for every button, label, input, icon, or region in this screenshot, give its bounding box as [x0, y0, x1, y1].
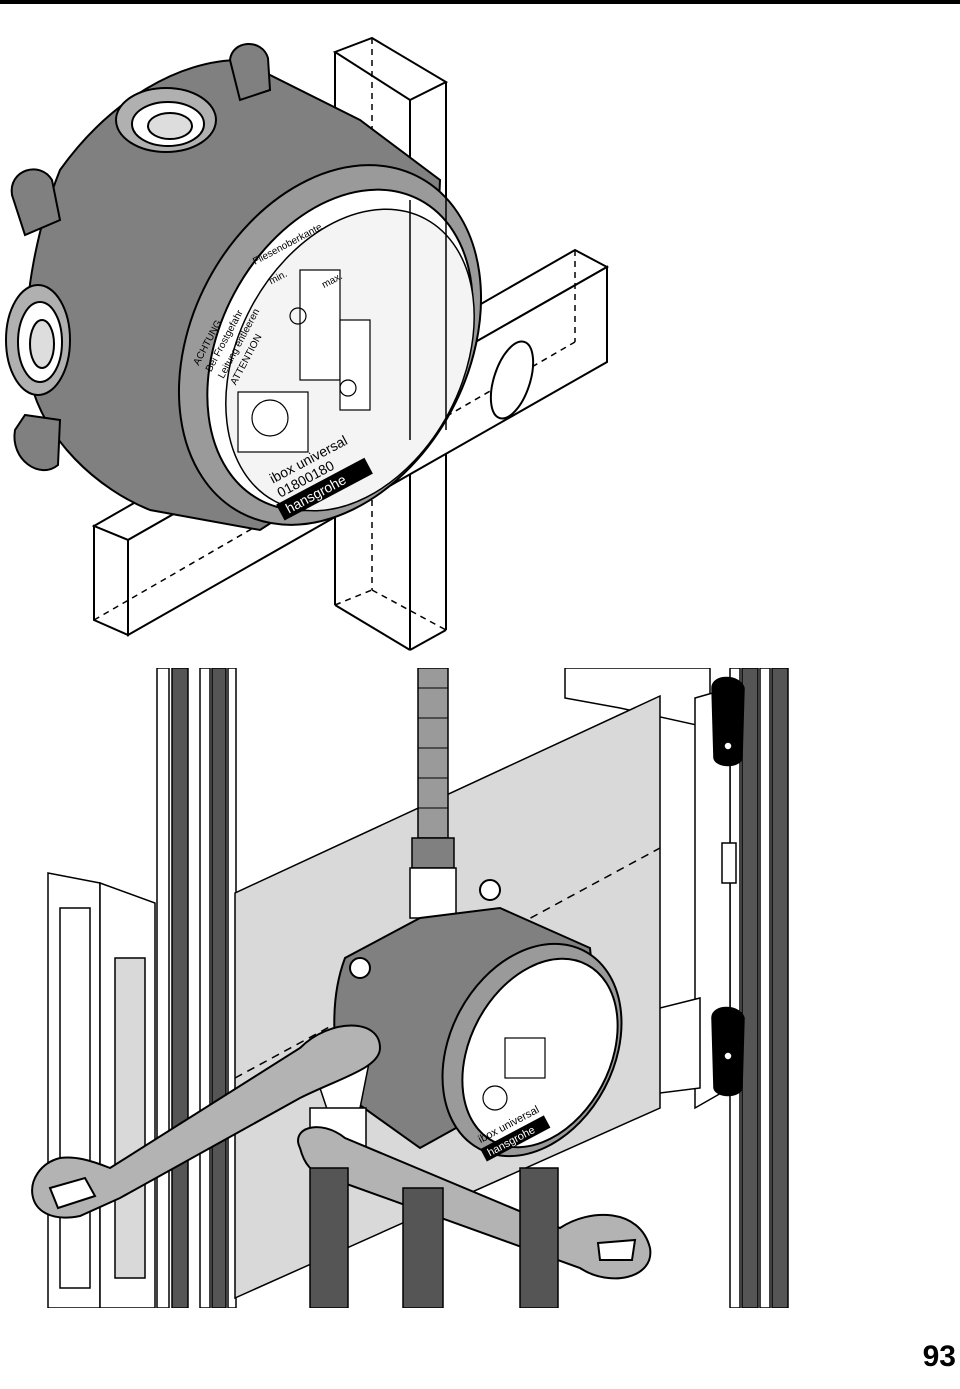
figure-ibox-battens: ACHTUNG Bei Frostgefahr Leitung entleere…	[5, 36, 610, 651]
ibox-body	[5, 43, 483, 532]
ibox-body-frame	[333, 879, 623, 1158]
right-bracket	[564, 668, 745, 1110]
cover-plate	[237, 269, 371, 453]
figure-ibox-frame-wrench: ibox universal hansgrohe	[31, 668, 789, 1308]
outlet-top	[115, 87, 217, 153]
wrench-upper	[31, 1024, 382, 1219]
top-rule	[0, 0, 960, 4]
flex-hoses-bottom	[309, 1167, 559, 1308]
outlet-left	[5, 284, 71, 396]
page-number: 93	[922, 1340, 956, 1373]
flex-hose-top	[409, 668, 457, 919]
left-bracket	[47, 872, 156, 1308]
batten-hidden-edges	[409, 190, 447, 440]
